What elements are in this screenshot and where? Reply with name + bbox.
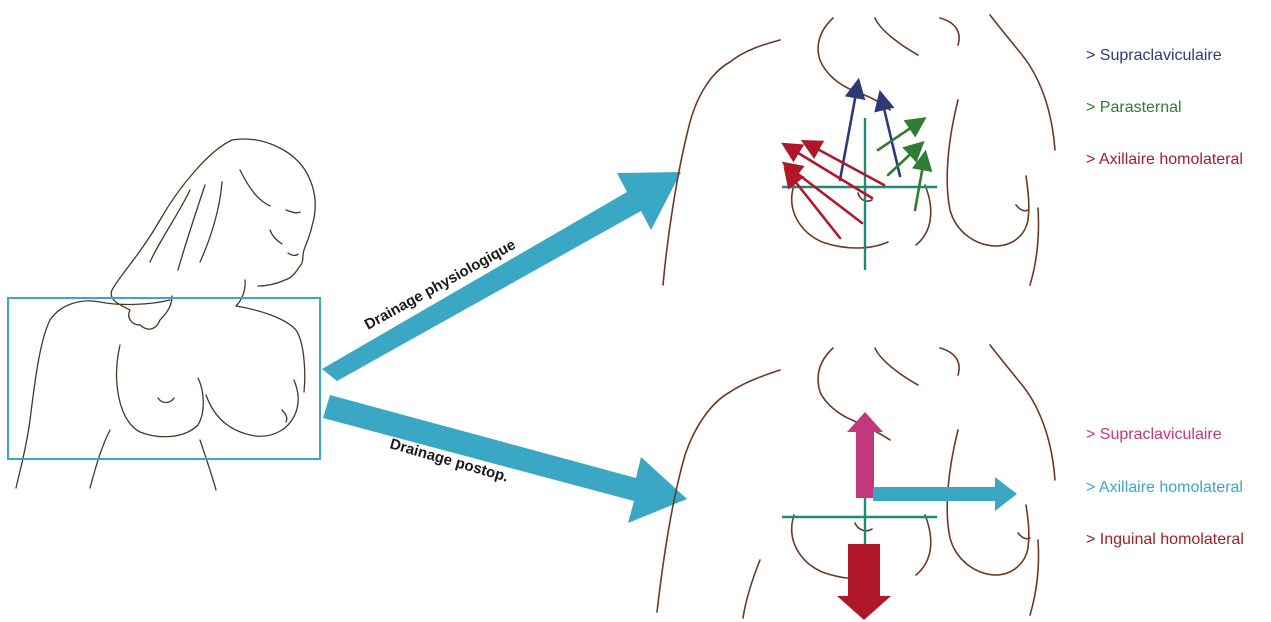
supraclavicular-block-arrow [847,412,883,498]
woman-figure [16,139,315,490]
legend-supraclavicular: > Supraclaviculaire [1086,47,1222,65]
legend-postop-inguinal: > Inguinal homolateral [1086,531,1244,549]
legend-parasternal: > Parasternal [1086,99,1182,117]
upper-lymph-arrows [790,88,924,238]
upper-torso-outline [663,15,1055,285]
lower-main-arrow [323,395,687,523]
legend-postop-supraclavicular: > Supraclaviculaire [1086,426,1222,444]
legend-axillary: > Axillaire homolateral [1086,151,1243,169]
upper-main-arrow [322,172,681,381]
axillary-block-arrow [873,477,1017,511]
inguinal-block-arrow [837,544,891,620]
legend-postop-axillary: > Axillaire homolateral [1086,479,1243,497]
